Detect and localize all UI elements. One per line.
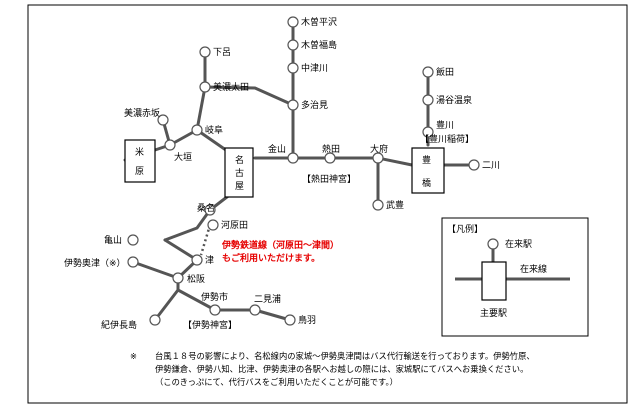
ise-railway-note-line1: 伊勢鉄道線（河原田～津間）: [221, 239, 339, 251]
station-kuwana-marker: [204, 204, 216, 216]
station-atsuta-label: 熱田: [322, 143, 340, 155]
legend-title: 【凡例】: [447, 223, 483, 235]
station-gero-label: 下呂: [213, 47, 231, 58]
station-taketoyo-label: 武豊: [386, 199, 404, 211]
hub-nagoya-box: [224, 147, 254, 198]
station-toyokawa-label: 豊川: [436, 119, 454, 131]
station-kisohirasawa-label: 木曽平沢: [301, 16, 337, 28]
station-kameyama-marker: [127, 234, 139, 246]
station-matsusaka-label: 松阪: [187, 273, 205, 285]
hub-toyohashi-label-1: 豊: [422, 154, 431, 166]
station-futami-label: 二見浦: [254, 293, 281, 305]
station-iseshi-marker: [209, 304, 221, 316]
station-yuyaonsen-label: 湯谷温泉: [436, 94, 472, 106]
legend-frame: [441, 217, 589, 337]
station-kanayama-marker: [287, 152, 299, 164]
legend-line-label: 在来線: [520, 263, 547, 275]
station-iseshi-label: 伊勢市: [201, 291, 228, 303]
station-tsu-marker: [191, 254, 203, 266]
hub-nagoya-label-1: 名: [235, 154, 244, 166]
hub-toyohashi-label-2: 橋: [422, 177, 431, 189]
station-kuwana-label: 桑名: [197, 202, 215, 214]
station-kawaradasa-marker: [207, 219, 219, 231]
ise-railway-note-line2: もご利用いただけます。: [222, 252, 320, 264]
station-kiinagashima-marker: [149, 314, 161, 326]
hub-maibara-label-1: 米: [135, 146, 144, 158]
map-frame: [27, 4, 628, 404]
station-futagawa-marker: [468, 159, 480, 171]
station-ogaki-marker: [164, 139, 176, 151]
legend-station-label: 在来駅: [505, 238, 532, 250]
station-minoota-marker: [199, 81, 211, 93]
legend-major-box: [481, 261, 507, 301]
hub-nagoya-label-2: 古: [235, 167, 244, 179]
station-ise-shrine-label: 【伊勢神宮】: [183, 319, 237, 331]
footnote-line-1: 台風１８号の影響により、名松線内の家城～伊勢奥津間はバス代行輸送を行っております…: [155, 351, 535, 361]
line-taita: [203, 85, 295, 107]
footnote: ※ 台風１８号の影響により、名松線内の家城～伊勢奥津間はバス代行輸送を行っており…: [130, 350, 625, 389]
station-matsusaka-marker: [172, 272, 184, 284]
station-kameyama-label: 亀山: [104, 234, 122, 246]
station-kiinagashima-label: 紀伊長島: [101, 319, 137, 331]
legend-station-marker: [487, 238, 499, 250]
line-kansai: [163, 188, 238, 242]
station-iida-label: 飯田: [436, 66, 454, 78]
station-tajimi-label: 多治見: [301, 99, 328, 111]
station-obu-label: 大府: [370, 143, 388, 155]
footnote-mark: ※: [130, 351, 137, 361]
legend: 【凡例】 在来駅 在来線 主要駅: [441, 217, 589, 337]
station-kawaradasa-label: 河原田: [221, 219, 248, 231]
station-tsu-label: 津: [205, 255, 214, 266]
station-kisofukushima-marker: [287, 39, 299, 51]
station-taketoyo-marker: [372, 199, 384, 211]
station-futami-marker: [249, 304, 261, 316]
station-tajimi-marker: [287, 99, 299, 111]
station-gifu-label: 岐阜: [205, 124, 223, 136]
station-atsuta-shrine-label: 【熱田神宮】: [302, 173, 356, 185]
station-toba-marker: [284, 314, 296, 326]
station-ogaki-label: 大垣: [174, 151, 192, 163]
station-circles: [127, 16, 480, 326]
line-meisho: [131, 260, 180, 280]
hub-maibara-label-2: 原: [135, 166, 144, 177]
station-gifu-marker: [191, 124, 203, 136]
line-sangu: [176, 288, 292, 322]
station-iseokitsu-marker: [127, 256, 139, 268]
station-iseokitsu-label: 伊勢奥津（※）: [64, 257, 126, 269]
station-minoota-label: 美濃太田: [213, 81, 249, 93]
station-minoakasaka-marker: [157, 114, 169, 126]
station-minoakasaka-label: 美濃赤坂: [124, 107, 160, 119]
station-iida-marker: [422, 66, 434, 78]
hub-toyohashi-box: [411, 147, 445, 194]
station-futagawa-label: 二川: [482, 161, 500, 171]
station-toyokawa-inari-label: 【豊川稲荷】: [420, 133, 474, 145]
station-yuyaonsen-marker: [422, 94, 434, 106]
hub-maibara-box: [124, 139, 156, 183]
station-nakatsugawa-label: 中津川: [301, 62, 328, 74]
station-toyokawa-marker: [422, 126, 434, 138]
station-kanayama-label: 金山: [268, 143, 286, 155]
footnote-line-2: 伊勢鎌倉、伊勢八知、比津、伊勢奥津の各駅へお越しの際には、家城駅にてバスへお乗換…: [155, 364, 529, 374]
line-ise-railway-dotted: [199, 224, 212, 256]
station-atsuta-marker: [324, 152, 336, 164]
station-kisofukushima-label: 木曽福島: [301, 39, 337, 51]
station-obu-marker: [372, 152, 384, 164]
station-gero-marker: [199, 46, 211, 58]
hub-nagoya-label-3: 屋: [235, 181, 244, 192]
footnote-line-3: （このきっぷにて、代行バスをご利用いただくことが可能です。）: [155, 377, 398, 387]
station-toba-label: 鳥羽: [298, 314, 316, 326]
legend-major-label: 主要駅: [480, 307, 507, 319]
station-kisohirasawa-marker: [287, 16, 299, 28]
station-nakatsugawa-marker: [287, 62, 299, 74]
